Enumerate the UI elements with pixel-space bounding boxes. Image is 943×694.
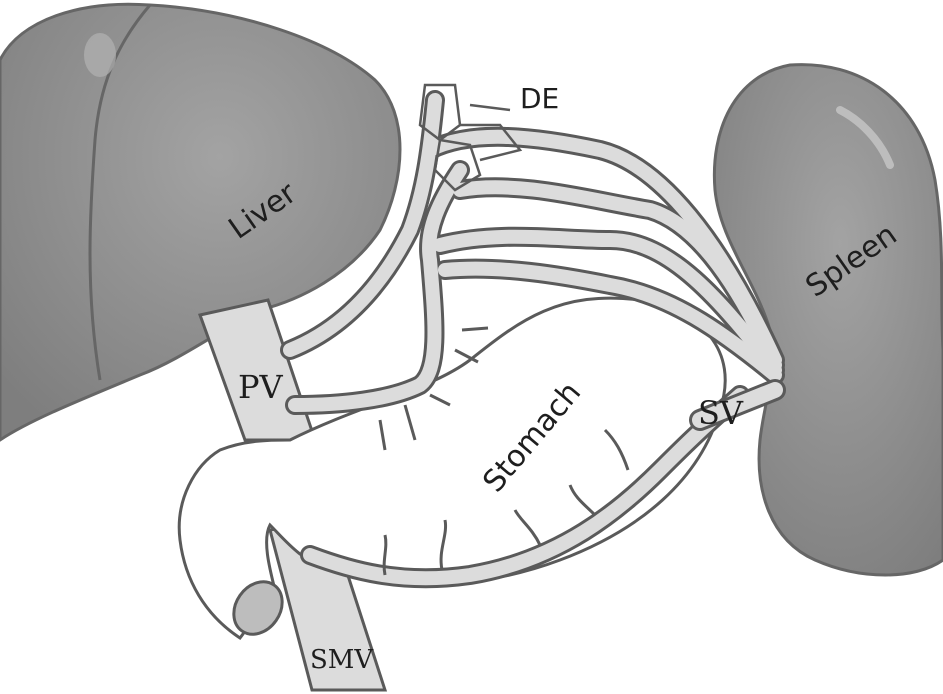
sv-label: SV <box>698 394 744 432</box>
collateral-vessels <box>280 83 786 589</box>
liver <box>0 2 402 442</box>
de-label: DE <box>520 82 559 115</box>
spleen <box>712 63 943 577</box>
pv-label: PV <box>238 368 284 406</box>
smv-label: SMV <box>310 645 374 675</box>
